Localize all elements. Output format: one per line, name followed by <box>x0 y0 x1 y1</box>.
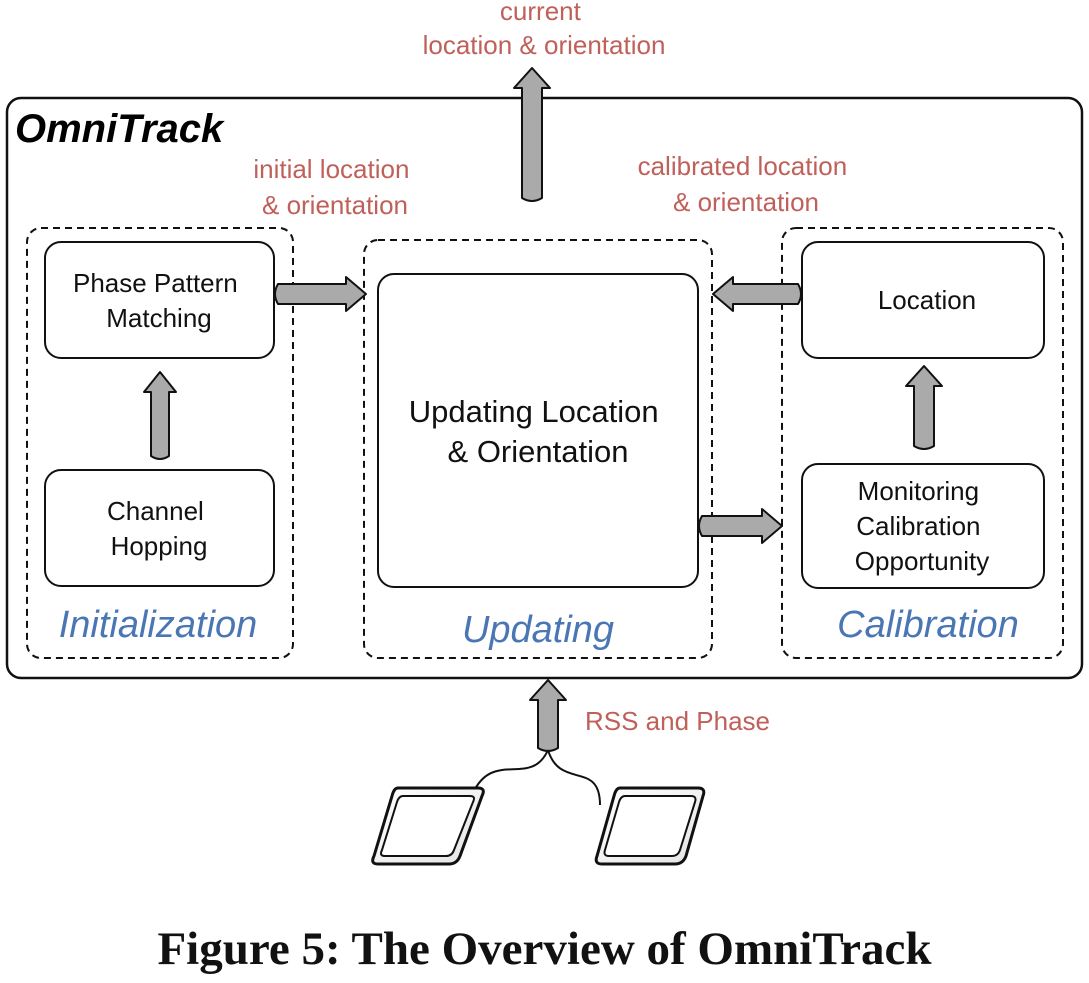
arrow-output-up <box>513 67 551 202</box>
initialization-group <box>26 227 294 659</box>
monitoring-line3: Opportunity <box>855 546 989 576</box>
input-label: RSS and Phase <box>585 706 770 736</box>
svg-text:initial location & orienta: initial location & orientation <box>253 154 416 220</box>
monitoring-box <box>801 463 1045 589</box>
initial-label-line2: & orientation <box>262 190 408 220</box>
rfid-tag-right <box>594 786 706 866</box>
updating-group <box>363 239 713 659</box>
monitoring-line1: Monitoring <box>858 476 979 506</box>
channel-hopping-box <box>44 469 275 587</box>
output-label-line2: location & orientation <box>423 30 666 60</box>
arrow-updating-to-monitoring <box>698 508 783 544</box>
channel-hopping-line2: Hopping <box>111 531 208 561</box>
location-box <box>801 241 1045 359</box>
antenna-cable-left <box>469 749 549 801</box>
output-label-line1: current <box>500 0 582 26</box>
initialization-title: Initialization <box>59 604 258 646</box>
arrow-location-to-updating <box>712 276 802 312</box>
calibration-title: Calibration <box>837 604 1019 646</box>
calibrated-label-line1: calibrated location <box>638 151 848 181</box>
calibration-group <box>781 227 1064 659</box>
monitoring-line2: Calibration <box>856 511 980 541</box>
arrow-hopping-to-phase <box>143 371 177 460</box>
arrow-monitoring-to-location <box>905 365 943 450</box>
phase-pattern-box <box>44 241 275 359</box>
svg-text:Monitoring Calibration: Monitoring Calibration Opportunity <box>855 476 989 576</box>
svg-text:Channel Hopping: Channel Hopping <box>107 496 211 561</box>
antenna-cable-right <box>547 749 601 806</box>
updating-title: Updating <box>462 609 614 651</box>
updating-box-line2: & Orientation <box>448 434 629 469</box>
figure-caption: Figure 5: The Overview of OmniTrack <box>157 923 932 975</box>
phase-pattern-line2: Matching <box>106 303 212 333</box>
initial-label-line1: initial location <box>253 154 409 184</box>
svg-text:calibrated location & orie: calibrated location & orientation <box>638 151 855 217</box>
system-title: OmniTrack <box>15 107 225 151</box>
location-box-label: Location <box>878 285 976 315</box>
svg-text:Phase Pattern Matching: Phase Pattern Matching <box>73 268 245 333</box>
arrow-phase-to-updating <box>274 276 367 312</box>
phase-pattern-line1: Phase Pattern <box>73 268 238 298</box>
arrow-input-up <box>529 679 567 752</box>
updating-location-box <box>377 273 699 588</box>
svg-text:current location & orienta: current location & orientation <box>423 0 666 60</box>
updating-box-line1: Updating Location <box>409 394 659 429</box>
svg-text:Updating Location & Orient: Updating Location & Orientation <box>409 394 668 469</box>
rfid-tag-left <box>371 786 485 866</box>
calibrated-label-line2: & orientation <box>673 187 819 217</box>
channel-hopping-line1: Channel <box>107 496 204 526</box>
